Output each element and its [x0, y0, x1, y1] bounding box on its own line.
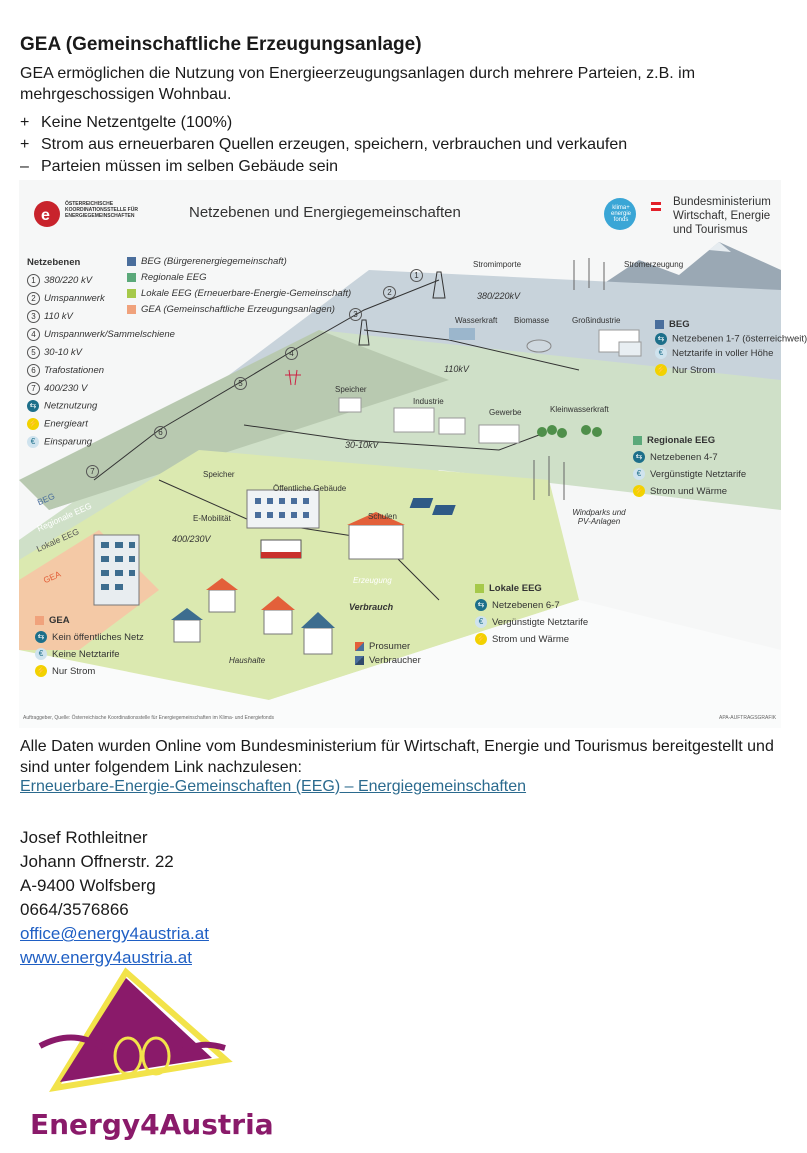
- legend-energieart: ⚡Energieart: [27, 418, 88, 430]
- marker-4: 4: [285, 347, 302, 360]
- marker-5: 5: [234, 377, 251, 390]
- label-stromimporte: Stromimporte: [473, 260, 522, 269]
- marker-6: 6: [154, 426, 171, 439]
- label-haushalte: Haushalte: [229, 656, 266, 665]
- marker-7: 7: [86, 465, 103, 478]
- label-biomasse: Biomasse: [514, 316, 550, 325]
- contact-city: A-9400 Wolfsberg: [20, 876, 156, 895]
- label-verbrauch: Verbrauch: [349, 602, 394, 612]
- label-grossindustrie: Großindustrie: [572, 316, 621, 325]
- plug-icon: ⇆: [475, 599, 487, 612]
- label-emobilitaet: E-Mobilität: [193, 514, 231, 523]
- label-380kv: 380/220kV: [477, 291, 521, 301]
- label-400v: 400/230V: [172, 534, 211, 544]
- label-gewerbe: Gewerbe: [489, 408, 522, 417]
- contact-web-link[interactable]: www.energy4austria.at: [20, 948, 192, 967]
- beg-box: BEG ⇆Netzebenen 1-7 (österreichweit) €Ne…: [655, 319, 807, 377]
- regional-eeg-box: Regionale EEG ⇆Netzebenen 4-7 €Vergünsti…: [633, 435, 747, 498]
- gea-box: GEA ⇆Kein öffentliches Netz €Keine Netzt…: [35, 615, 144, 678]
- euro-icon: €: [633, 468, 645, 481]
- footer-note: Alle Daten wurden Online vom Bundesminis…: [20, 738, 774, 776]
- eeg-link[interactable]: Erneuerbare-Energie-Gemeinschaften (EEG)…: [20, 778, 527, 795]
- label-oeffentliche-gebaeude: Öffentliche Gebäude: [273, 484, 347, 493]
- legend-netznutzung: ⇆Netznutzung: [27, 400, 97, 412]
- label-110kv: 110kV: [444, 364, 469, 374]
- contact-email-link[interactable]: office@energy4austria.at: [20, 924, 209, 943]
- label-kleinwasserkraft: Kleinwasserkraft: [550, 405, 609, 414]
- bolt-icon: ⚡: [655, 364, 667, 377]
- bolt-icon: ⚡: [35, 665, 47, 678]
- bullet-item: –Parteien müssen im selben Gebäude sein: [20, 158, 339, 175]
- marker-2: 2: [383, 286, 400, 299]
- community-legend-item: Lokale EEG (Erneuerbare-Energie-Gemeinsc…: [127, 288, 351, 299]
- org-logo-text: ÖSTERREICHISCHE KOORDINATIONSSTELLE FÜR …: [65, 201, 138, 219]
- legend-title: Netzebenen: [27, 257, 81, 268]
- bolt-icon: ⚡: [475, 633, 487, 646]
- community-legend-item: Regionale EEG: [127, 272, 206, 283]
- euro-icon: €: [27, 436, 39, 448]
- bullet-item: +Strom aus erneuerbaren Quellen erzeugen…: [20, 136, 628, 153]
- label-speicher-2: Speicher: [203, 470, 235, 479]
- marker-1: 1: [410, 269, 427, 282]
- credit-note: APA-AUFTRAGSGRAFIK: [719, 715, 777, 721]
- euro-icon: €: [655, 347, 667, 360]
- lokal-eeg-box: Lokale EEG ⇆Netzebenen 6-7 €Vergünstigte…: [475, 583, 589, 646]
- klimafonds-logo: [604, 198, 636, 230]
- label-industrie: Industrie: [413, 397, 444, 406]
- prosumer-legend: Prosumer Verbraucher: [355, 640, 421, 668]
- label-stromerzeugung: Stromerzeugung: [624, 260, 684, 269]
- logo-text: Energy4Austria: [30, 1108, 274, 1141]
- euro-icon: €: [35, 648, 47, 661]
- contact-street: Johann Offnerstr. 22: [20, 852, 174, 871]
- euro-icon: €: [475, 616, 487, 629]
- contact-name: Josef Rothleitner: [20, 828, 148, 847]
- infographic-scene: e: [19, 180, 781, 728]
- svg-text:e: e: [41, 207, 50, 224]
- label-30kv: 30-10kV: [345, 440, 379, 450]
- marker-3: 3: [349, 308, 366, 321]
- label-speicher: Speicher: [335, 385, 367, 394]
- koordinationsstelle-logo: [34, 201, 60, 227]
- plug-icon: ⇆: [35, 631, 47, 644]
- contact-phone: 0664/3576866: [20, 900, 129, 919]
- label-erzeugung: Erzeugung: [353, 576, 392, 585]
- label-schulen: Schulen: [368, 512, 397, 521]
- label-wasserkraft: Wasserkraft: [455, 316, 498, 325]
- bullet-item: +Keine Netzentgelte (100%): [20, 114, 233, 131]
- energy4austria-logo: Energy4Austria: [30, 967, 274, 1142]
- bolt-icon: ⚡: [633, 485, 645, 498]
- plug-icon: ⇆: [27, 400, 39, 412]
- energy-infographic: e ÖSTERREICHISCHE KOORDINATIONSSTELLE FÜ…: [19, 180, 807, 728]
- source-note: Auftraggeber, Quelle: Österreichische Ko…: [23, 715, 274, 721]
- bolt-icon: ⚡: [27, 418, 39, 430]
- page-title: GEA (Gemeinschaftliche Erzeugungsanlage): [20, 34, 422, 55]
- infographic-title: Netzebenen und Energiegemeinschaften: [189, 204, 461, 221]
- community-legend-item: GEA (Gemeinschaftliche Erzeugungsanlagen…: [127, 304, 335, 315]
- legend-einsparung: €Einsparung: [27, 436, 92, 448]
- plug-icon: ⇆: [633, 451, 645, 464]
- label-windparks: Windparks und PV-Anlagen: [572, 508, 626, 526]
- klimafonds-text: klima+ energie fonds: [610, 205, 631, 223]
- community-legend-item: BEG (Bürgerenergiegemeinschaft): [127, 256, 287, 267]
- intro-text: GEA ermöglichen die Nutzung von Energiee…: [20, 65, 696, 103]
- plug-icon: ⇆: [655, 333, 667, 345]
